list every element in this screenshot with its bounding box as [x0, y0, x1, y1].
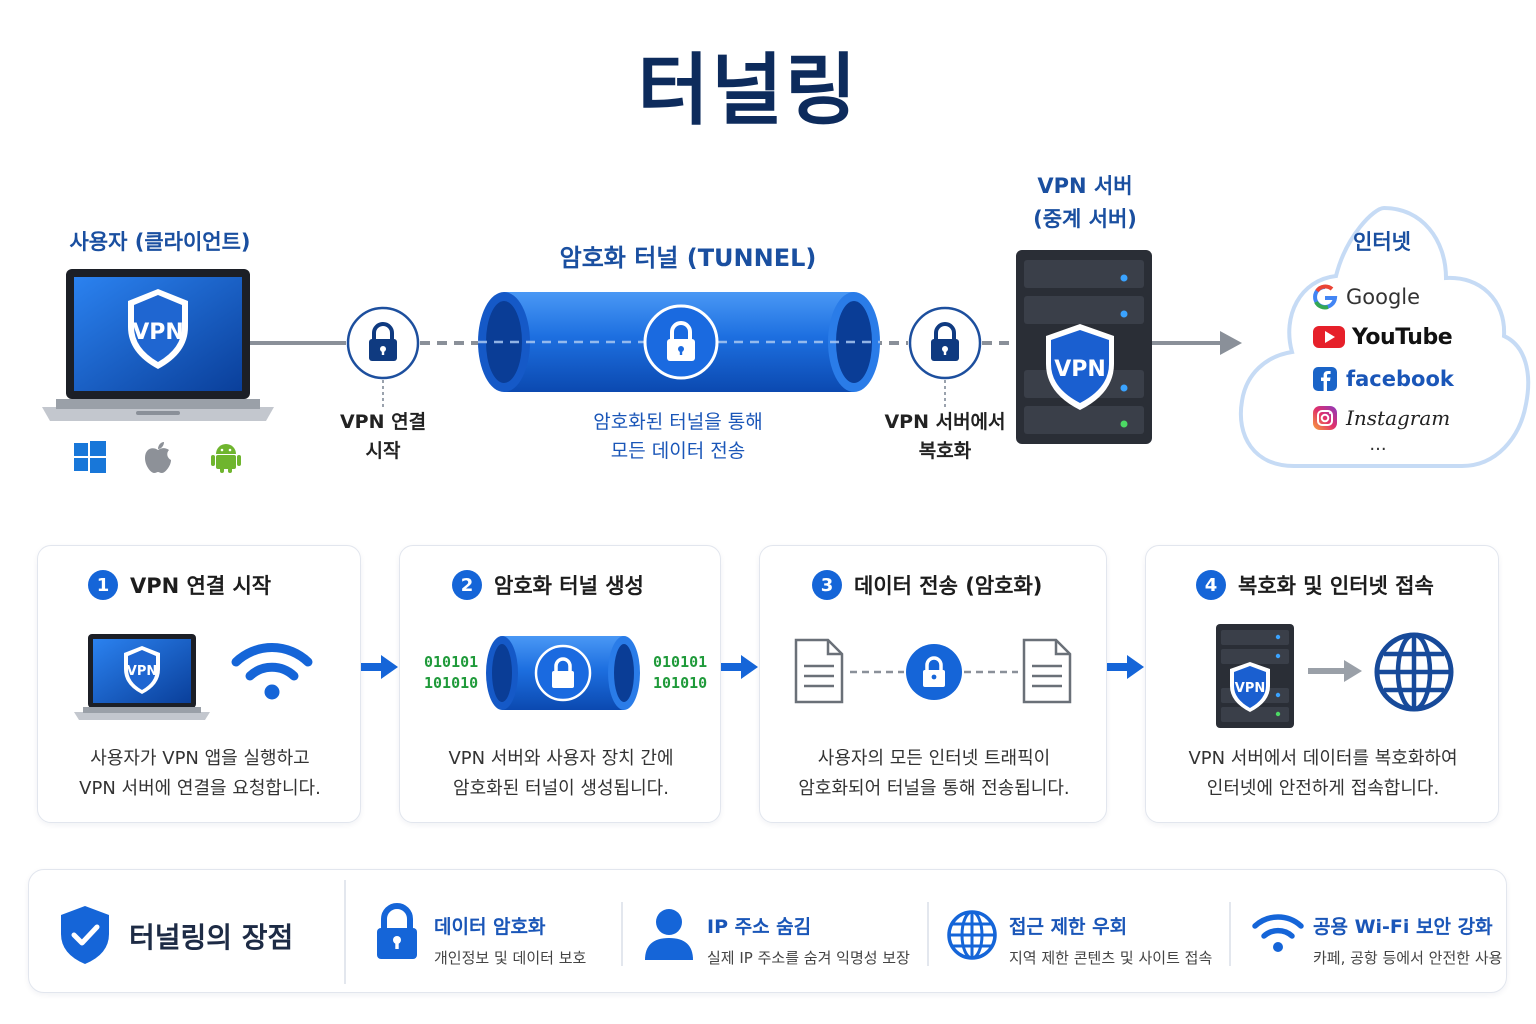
step-arrow-2 — [721, 655, 758, 679]
step-2-title: 암호화 터널 생성 — [494, 574, 644, 598]
step-1-laptop-icon: VPN — [74, 634, 210, 720]
server-icon: VPN — [1016, 250, 1152, 444]
page-title: 터널링 — [637, 46, 859, 136]
decrypt-lock-icon — [908, 306, 982, 380]
step-3-title: 데이터 전송 (암호화) — [854, 574, 1043, 598]
wifi-icon — [1252, 914, 1304, 952]
site-youtube: YouTube — [1312, 314, 1462, 360]
server-badge: VPN — [1054, 357, 1106, 382]
step-arrow-3 — [1107, 655, 1144, 679]
divider — [927, 902, 929, 966]
globe-icon — [947, 910, 997, 960]
divider — [1229, 902, 1231, 966]
step-arrow-1 — [361, 655, 398, 679]
step-1-header: 1 VPN 연결 시작 — [88, 570, 271, 600]
document-icon-left — [794, 638, 844, 704]
site-instagram: Instagram — [1312, 398, 1462, 438]
internet-site-list: Google YouTube facebook Instagram ... — [1312, 280, 1462, 455]
lock-icon — [377, 903, 417, 959]
apple-icon — [145, 442, 171, 473]
laptop-badge: VPN — [132, 320, 184, 345]
step-3-transfer-graphic — [794, 638, 1072, 704]
document-icon-right — [1022, 638, 1072, 704]
laptop-icon: VPN — [42, 269, 274, 421]
benefit-wifi: 공용 Wi-Fi 보안 강화 카페, 공항 등에서 안전한 사용 — [1313, 916, 1503, 967]
step-1-wifi-icon — [231, 643, 313, 700]
cloud-shape — [1238, 205, 1531, 468]
benefit-ip-hide: IP 주소 숨김 실제 IP 주소를 숨겨 익명성 보장 — [707, 916, 910, 967]
shield-check-icon — [61, 906, 109, 964]
step-2-tunnel-icon — [486, 636, 640, 710]
tunnel-lock-icon — [643, 304, 719, 380]
step-4-globe-icon — [1374, 632, 1454, 712]
benefits-title: 터널링의 장점 — [129, 921, 294, 954]
step-3-number: 3 — [812, 570, 842, 600]
android-icon — [211, 444, 241, 473]
client-label: 사용자 (클라이언트) — [69, 230, 251, 254]
step-3-header: 3 데이터 전송 (암호화) — [812, 570, 1042, 600]
step-2-number: 2 — [452, 570, 482, 600]
step-4-number: 4 — [1196, 570, 1226, 600]
facebook-icon — [1313, 367, 1337, 391]
tunnel-label: 암호화 터널 (TUNNEL) — [559, 244, 817, 272]
benefit-encryption: 데이터 암호화 개인정보 및 데이터 보호 — [434, 916, 587, 967]
connect-lock-icon — [346, 306, 420, 380]
benefits-bar: 터널링의 장점 데이터 암호화 개인정보 및 데이터 보호 IP 주소 숨김 실… — [28, 869, 1507, 993]
step-4-header: 4 복호화 및 인터넷 접속 — [1196, 570, 1434, 600]
step-1-number: 1 — [88, 570, 118, 600]
internet-more: ... — [1369, 434, 1387, 455]
youtube-icon — [1313, 326, 1345, 348]
server-label: VPN 서버(중계 서버) — [1033, 174, 1137, 231]
divider — [621, 902, 623, 966]
user-icon — [645, 909, 693, 960]
windows-icon — [74, 441, 106, 473]
step-4-server-icon: VPN — [1216, 624, 1294, 728]
step-1-title: VPN 연결 시작 — [130, 574, 272, 598]
google-icon — [1313, 284, 1338, 310]
benefit-bypass: 접근 제한 우회 지역 제한 콘텐츠 및 사이트 접속 — [1009, 916, 1213, 967]
site-google: Google — [1312, 280, 1462, 314]
step-4-badge: VPN — [1235, 681, 1265, 696]
step-1-badge: VPN — [127, 664, 157, 679]
instagram-icon — [1313, 406, 1337, 430]
lock-icon — [906, 644, 962, 700]
site-facebook: facebook — [1312, 360, 1462, 398]
step-4-arrow-icon — [1308, 660, 1362, 682]
internet-label: 인터넷 — [1353, 230, 1411, 254]
step-4-title: 복호화 및 인터넷 접속 — [1238, 574, 1434, 598]
divider — [344, 880, 346, 984]
step-2-header: 2 암호화 터널 생성 — [452, 570, 644, 600]
